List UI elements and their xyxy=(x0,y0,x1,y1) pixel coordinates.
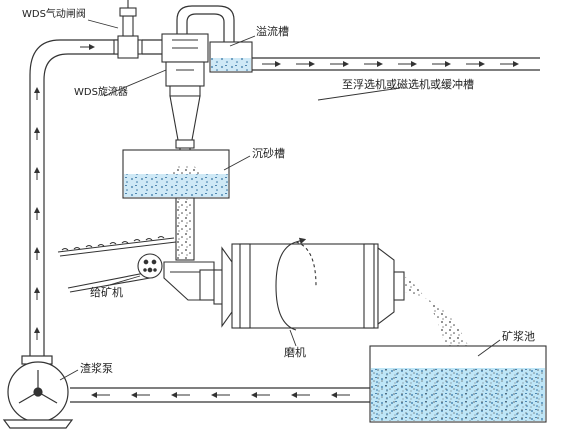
delivery-pipe-arrows xyxy=(34,44,95,340)
label-hydrocyclone: WDS旋流器 xyxy=(74,87,128,98)
slurry-pump xyxy=(2,355,74,429)
overflow-tank xyxy=(209,41,253,73)
label-ball-mill: 磨机 xyxy=(284,346,306,359)
slurry-tank xyxy=(369,345,547,423)
ore-chute xyxy=(175,197,195,261)
mill-feed-hopper xyxy=(163,261,217,301)
overflow-discharge-pipe xyxy=(252,57,540,71)
label-destination: 至浮选机或磁选机或缓冲槽 xyxy=(342,78,474,91)
label-feeder: 给矿机 xyxy=(90,286,123,299)
label-pneumatic-gate-valve: WDS气动闸阀 xyxy=(22,9,86,20)
pneumatic-gate-valve xyxy=(113,0,143,59)
overflow-pipe xyxy=(176,5,235,44)
hydrocyclone xyxy=(161,33,209,156)
ball-mill xyxy=(213,237,405,331)
label-leader-lines xyxy=(59,19,501,381)
pump-suction-pipe xyxy=(70,387,370,403)
valve-to-cyclone-pipe xyxy=(142,39,162,55)
label-slurry-pump: 渣浆泵 xyxy=(80,362,113,375)
label-settling-tank: 沉砂槽 xyxy=(252,147,285,160)
ore-feed-belt xyxy=(57,236,177,257)
settling-tank xyxy=(122,149,230,199)
label-overflow-tank: 溢流槽 xyxy=(256,25,289,38)
label-slurry-tank: 矿浆池 xyxy=(502,330,535,343)
pump-delivery-pipe xyxy=(29,39,118,360)
